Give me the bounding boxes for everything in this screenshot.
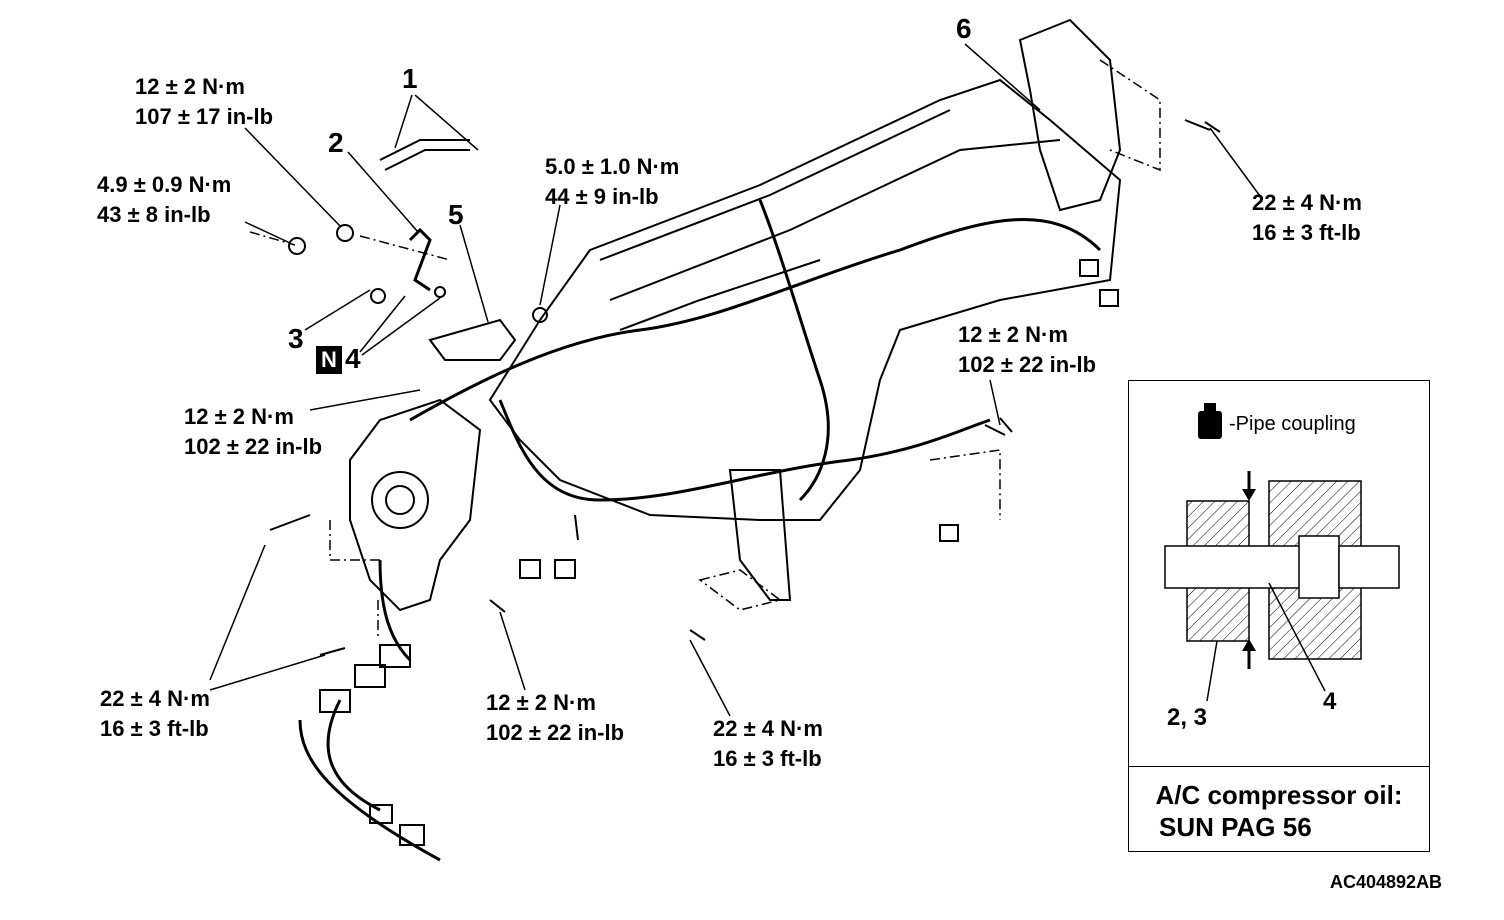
torque-label-t9: 22 ± 4 N·m 16 ± 3 ft-lb <box>713 714 823 774</box>
torque-label-t5: 12 ± 2 N·m 102 ± 22 in-lb <box>958 320 1096 380</box>
coupling-cross-section <box>1164 471 1400 702</box>
torque-nm: 12 ± 2 N·m <box>184 404 294 429</box>
new-part-badge: N <box>316 346 342 374</box>
torque-label-t8: 12 ± 2 N·m 102 ± 22 in-lb <box>486 688 624 748</box>
torque-imperial: 16 ± 3 ft-lb <box>1252 220 1361 245</box>
pipe-coupling-inset: -Pipe coupling 2, 3 4 A/C compressor oil… <box>1128 380 1430 852</box>
torque-nm: 12 ± 2 N·m <box>958 322 1068 347</box>
torque-imperial: 44 ± 9 in-lb <box>545 184 659 209</box>
torque-nm: 12 ± 2 N·m <box>135 74 245 99</box>
torque-nm: 5.0 ± 1.0 N·m <box>545 154 680 179</box>
callout-5: 5 <box>448 199 464 230</box>
torque-nm: 12 ± 2 N·m <box>486 690 596 715</box>
torque-imperial: 102 ± 22 in-lb <box>486 720 625 745</box>
inset-divider <box>1129 766 1429 767</box>
inset-label-4: 4 <box>1323 688 1337 715</box>
torque-imperial: 16 ± 3 ft-lb <box>100 716 209 741</box>
torque-nm: 22 ± 4 N·m <box>713 716 823 741</box>
torque-label-t7: 22 ± 4 N·m 16 ± 3 ft-lb <box>100 684 210 744</box>
inset-label-2-3: 2, 3 <box>1167 704 1208 731</box>
torque-imperial: 16 ± 3 ft-lb <box>713 746 822 771</box>
torque-nm: 22 ± 4 N·m <box>1252 190 1362 215</box>
callout-3: 3 <box>288 323 304 354</box>
torque-label-t6: 12 ± 2 N·m 102 ± 22 in-lb <box>184 402 322 462</box>
oil-value: SUN PAG 56 <box>1159 812 1312 842</box>
compressor-oil-note: A/C compressor oil: SUN PAG 56 <box>1129 779 1429 843</box>
torque-nm: 4.9 ± 0.9 N·m <box>97 172 232 197</box>
torque-label-t2: 4.9 ± 0.9 N·m 43 ± 8 in-lb <box>97 170 231 230</box>
torque-label-t1: 12 ± 2 N·m 107 ± 17 in-lb <box>135 72 273 132</box>
torque-label-t4: 22 ± 4 N·m 16 ± 3 ft-lb <box>1252 188 1362 248</box>
oil-bottle-icon <box>1198 403 1222 439</box>
callout-6: 6 <box>956 13 972 44</box>
torque-imperial: 102 ± 22 in-lb <box>958 352 1097 377</box>
torque-label-t3: 5.0 ± 1.0 N·m 44 ± 9 in-lb <box>545 152 679 212</box>
callout-2: 2 <box>328 127 344 158</box>
oil-title: A/C compressor oil: <box>1155 780 1403 810</box>
figure-code: AC404892AB <box>1330 872 1443 892</box>
torque-imperial: 43 ± 8 in-lb <box>97 202 211 227</box>
torque-imperial: 102 ± 22 in-lb <box>184 434 323 459</box>
callout-4: 4 <box>345 343 361 374</box>
callout-1: 1 <box>402 63 418 94</box>
torque-nm: 22 ± 4 N·m <box>100 686 210 711</box>
torque-imperial: 107 ± 17 in-lb <box>135 104 274 129</box>
pipe-coupling-legend: -Pipe coupling <box>1229 413 1356 435</box>
